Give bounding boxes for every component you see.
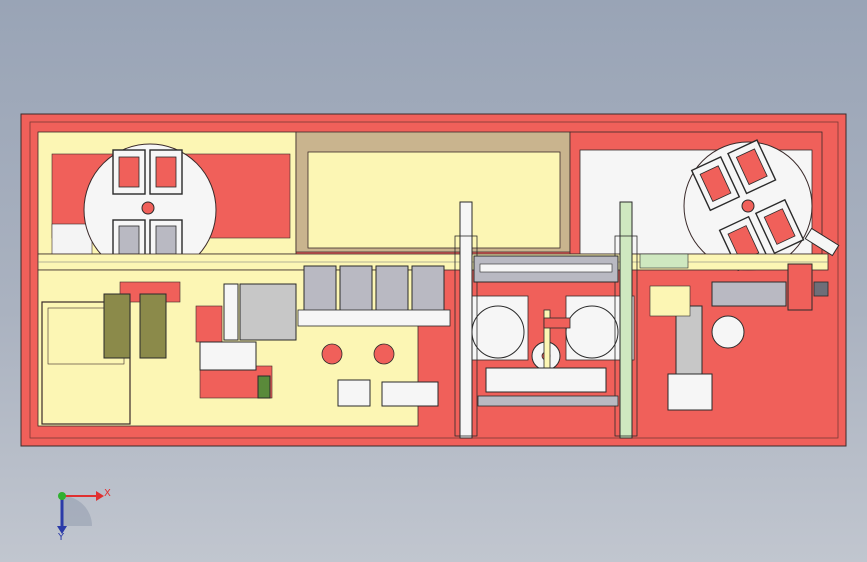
spindle-unit[interactable] [337,379,371,407]
center-top-panel[interactable] [307,151,561,249]
left-press-unit-2[interactable] [139,293,167,359]
left-module-white-pad [51,223,93,255]
drive-motor-housing[interactable] [667,373,713,411]
right-end-motor[interactable] [813,281,829,297]
servo-housing[interactable] [239,283,297,341]
x-axis-label: X [104,488,111,499]
y-axis-arrowhead [57,526,67,534]
green-sensor[interactable] [257,375,271,399]
vertical-column-right[interactable] [619,201,633,439]
vertical-column-left[interactable] [459,201,473,439]
triad-origin [58,492,66,500]
vertical-column-left-rail [454,235,478,437]
cam-disk-right[interactable] [565,305,619,359]
gantry-beam-track [479,263,613,273]
left-fixture-2-inner [155,156,177,188]
right-feeder-arm[interactable] [804,227,840,257]
right-green-strip [639,253,689,269]
right-turntable-hub [741,199,755,213]
right-turntable-fixtures[interactable] [690,139,805,272]
y-axis-label: Y [58,532,65,543]
left-fixture-1-inner [118,156,140,188]
left-fixture-4-inner [155,225,177,255]
gripper-module-4[interactable] [411,265,445,319]
x-axis-arrowhead [96,491,104,501]
gripper-carriage [297,309,451,327]
right-yellow-block [649,285,691,317]
valve-bank[interactable] [381,381,439,407]
left-fixture-3-inner [118,225,140,255]
machine-base-inner-border [29,121,839,439]
pulley-left[interactable] [321,343,343,365]
axis-triad-icon [57,491,104,534]
vertical-column-right-rail [614,235,638,437]
right-output-conveyor[interactable] [711,281,787,307]
pneumatic-slide[interactable] [485,367,607,393]
right-drive-block[interactable] [787,263,813,311]
gripper-module-2[interactable] [339,265,373,319]
right-lower-wheel[interactable] [711,315,745,349]
pulley-right[interactable] [373,343,395,365]
left-turntable-hub [141,201,155,215]
lower-guide-rail [477,395,619,407]
lower-red-cutout-3 [195,305,223,343]
cam-disk-left[interactable] [471,305,525,359]
motor-mount-left[interactable] [199,341,257,371]
cylinder-block[interactable] [223,283,239,341]
left-press-unit[interactable] [103,293,131,359]
triad-shadow [62,496,92,526]
center-slide-block[interactable] [543,317,571,329]
gripper-module-3[interactable] [375,265,409,319]
